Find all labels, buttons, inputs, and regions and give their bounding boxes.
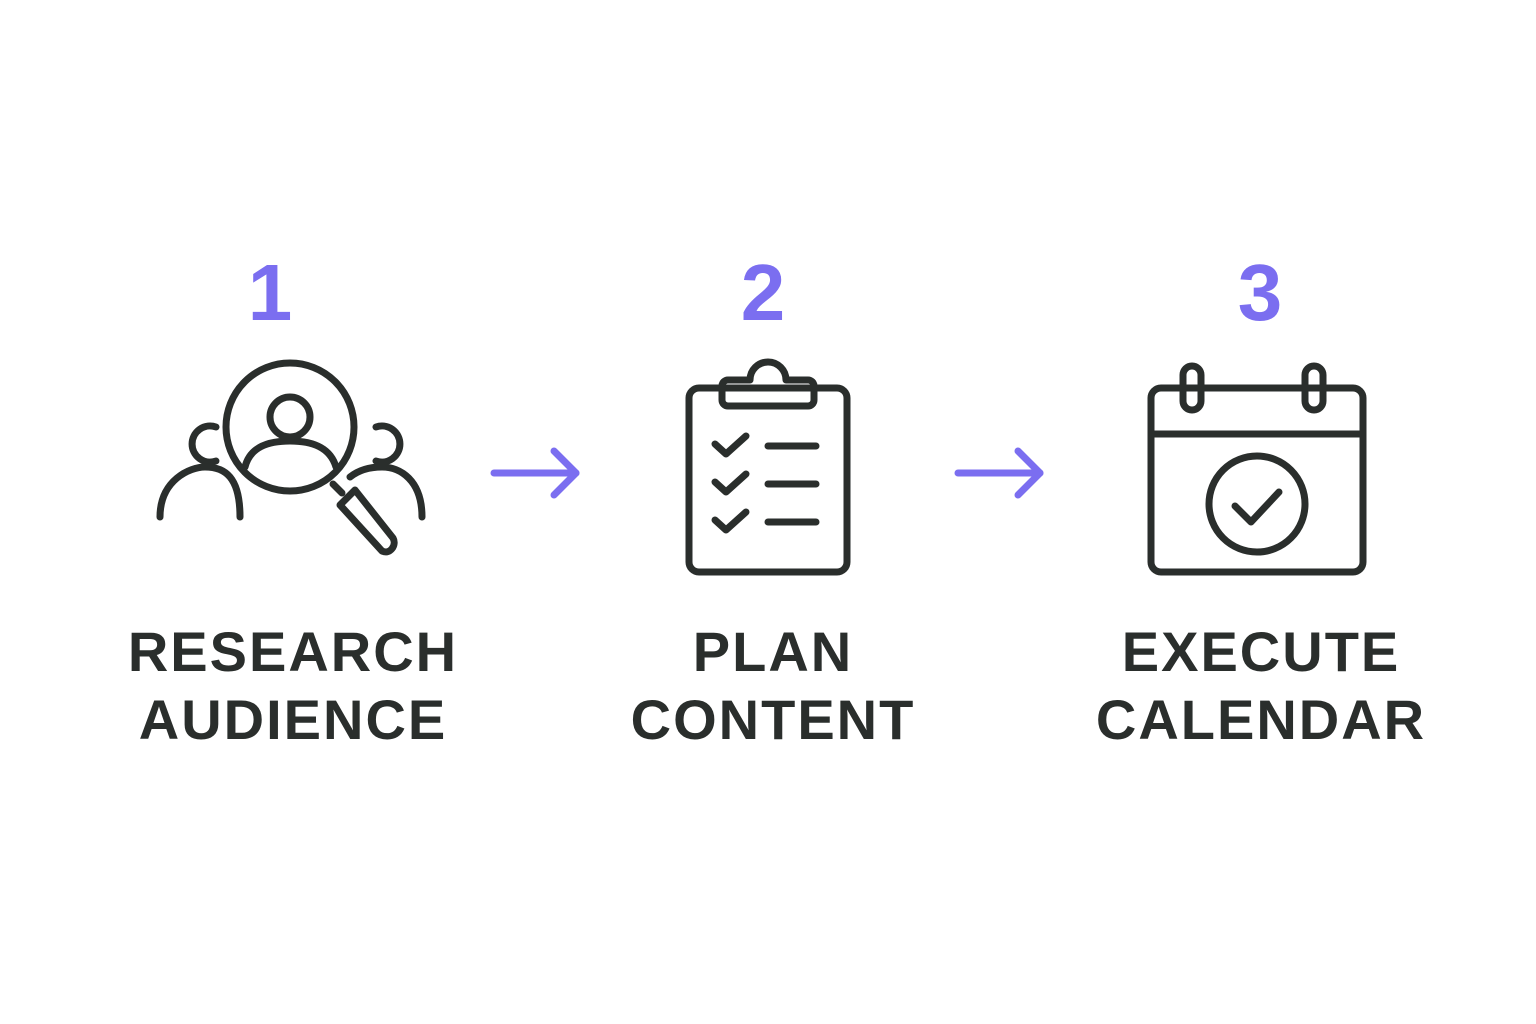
step-number: 3 [1237, 248, 1283, 337]
step-label: RESEARCH AUDIENCE [93, 618, 493, 754]
step-label-line-2: CALENDAR [1095, 688, 1427, 751]
step-number: 1 [247, 248, 293, 337]
step-number: 2 [740, 248, 786, 337]
arrow-right-icon [490, 447, 580, 499]
step-label: PLAN CONTENT [573, 618, 973, 754]
calendar-check-icon [1147, 362, 1367, 576]
step-label-line-1: EXECUTE [1121, 620, 1401, 683]
clipboard-checklist-icon [685, 358, 851, 576]
step-label-line-2: CONTENT [630, 688, 916, 751]
step-label-line-1: PLAN [692, 620, 854, 683]
audience-search-icon [156, 359, 426, 556]
step-label-line-2: AUDIENCE [138, 688, 448, 751]
arrow-right-icon [954, 447, 1044, 499]
step-label-line-1: RESEARCH [127, 620, 459, 683]
step-label: EXECUTE CALENDAR [1061, 618, 1461, 754]
